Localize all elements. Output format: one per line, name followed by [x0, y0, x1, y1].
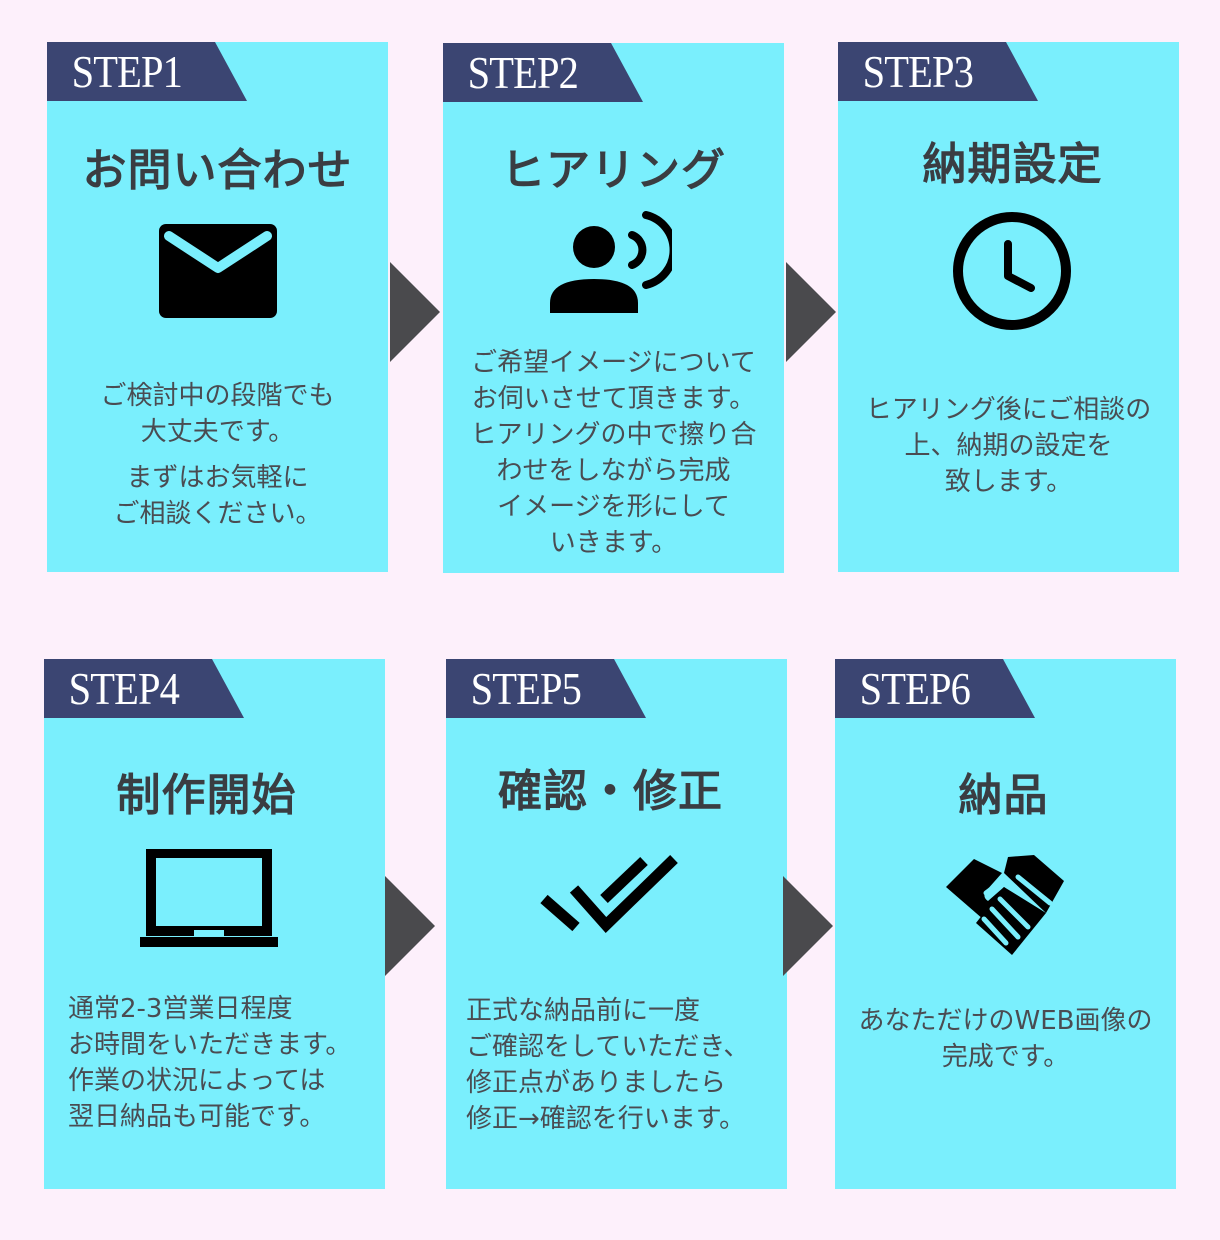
step-tag-label: STEP2	[467, 47, 579, 98]
double-check-icon	[539, 855, 680, 939]
step-tag: STEP3	[838, 42, 1038, 101]
step-tag-label: STEP3	[862, 46, 974, 97]
person-speaking-icon	[548, 209, 678, 315]
description-line: 大丈夫です。	[140, 417, 295, 447]
step-description: ヒアリング後にご相談の 上、納期の設定を 致します。	[838, 392, 1179, 500]
step-description: ご希望イメージについて お伺いさせて頂きます。 ヒアリングの中で擦り合 わせをし…	[443, 345, 784, 561]
description-line: 修正点がありましたら	[466, 1068, 727, 1098]
description-line: ヒアリングの中で擦り合	[470, 420, 757, 450]
description-line: まずはお気軽に	[126, 463, 309, 493]
description-line: 上、納期の設定を	[904, 431, 1113, 461]
arrow-right-icon	[385, 876, 435, 976]
description-spacer	[47, 450, 388, 460]
step-title: 納期設定	[922, 139, 1103, 190]
description-line: 翌日納品も可能です。	[68, 1102, 326, 1132]
step-card-3: STEP3 納期設定 ヒアリング後にご相談の 上、納期の設定を 致します。	[838, 42, 1179, 572]
step-title: ヒアリング	[501, 145, 726, 196]
step-description: 正式な納品前に一度 ご確認をしていただき、 修正点がありましたら 修正→確認を行…	[466, 993, 787, 1137]
step-description: ご検討中の段階でも 大丈夫です。 まずはお気軽に ご相談ください。	[47, 378, 388, 532]
step-card-6: STEP6 納品 あなただけのWEB画像の 完成です。	[835, 659, 1176, 1189]
description-line: 正式な納品前に一度	[466, 996, 701, 1026]
envelope-icon	[157, 222, 279, 320]
description-line: わせをしながら完成	[496, 456, 731, 486]
step-tag-background	[443, 43, 643, 102]
step-title: 納品	[958, 770, 1049, 821]
description-line: お時間をいただきます。	[68, 1030, 352, 1060]
step-tag-background	[835, 659, 1035, 718]
step-tag-label: STEP1	[71, 46, 183, 97]
step-tag: STEP2	[443, 43, 643, 102]
step-card-1: STEP1 お問い合わせ ご検討中の段階でも 大丈夫です。 まずはお気軽に ご相…	[47, 42, 388, 572]
laptop-icon	[138, 848, 280, 951]
step-tag: STEP5	[446, 659, 646, 718]
description-line: ヒアリング後にご相談の	[865, 395, 1152, 425]
arrow-right-icon	[783, 876, 833, 976]
description-line: いきます。	[549, 528, 678, 558]
step-tag-background	[838, 42, 1038, 101]
step-tag-label: STEP5	[470, 663, 582, 714]
description-line: ご検討中の段階でも	[100, 381, 335, 411]
step-description: 通常2-3営業日程度 お時間をいただきます。 作業の状況によっては 翌日納品も可…	[68, 991, 385, 1135]
step-tag-background	[47, 42, 247, 101]
description-line: あなただけのWEB画像の	[858, 1006, 1153, 1036]
description-line: 修正→確認を行います。	[466, 1104, 746, 1134]
step-description: あなただけのWEB画像の 完成です。	[835, 1003, 1176, 1075]
handshake-icon	[942, 851, 1066, 963]
description-line: ご確認をしていただき、	[466, 1032, 750, 1062]
description-line: ご希望イメージについて	[471, 348, 756, 378]
step-tag-background	[44, 659, 244, 718]
step-title: お問い合わせ	[82, 145, 353, 196]
step-tag: STEP1	[47, 42, 247, 101]
arrow-right-icon	[786, 262, 836, 362]
step-tag-label: STEP4	[68, 663, 180, 714]
description-line: 完成です。	[941, 1042, 1070, 1072]
step-tag-background	[446, 659, 646, 718]
step-tag: STEP4	[44, 659, 244, 718]
description-line: イメージを形にして	[497, 492, 730, 522]
step-title: 制作開始	[116, 770, 297, 821]
arrow-right-icon	[390, 262, 440, 362]
step-card-2: STEP2 ヒアリング ご希望イメージについて お伺いさせて頂きます。 ヒアリン…	[443, 43, 784, 573]
description-line: 通常2-3営業日程度	[68, 994, 293, 1024]
step-card-5: STEP5 確認・修正 正式な納品前に一度 ご確認をしていただき、 修正点があり…	[446, 659, 787, 1189]
description-line: 作業の状況によっては	[68, 1066, 326, 1096]
description-line: 致します。	[944, 467, 1073, 497]
step-card-4: STEP4 制作開始 通常2-3営業日程度 お時間をいただきます。 作業の状況に…	[44, 659, 385, 1189]
description-line: お伺いさせて頂きます。	[471, 384, 756, 414]
step-tag-label: STEP6	[859, 663, 971, 714]
step-title: 確認・修正	[498, 766, 723, 817]
step-tag: STEP6	[835, 659, 1035, 718]
description-line: ご相談ください。	[113, 499, 322, 529]
clock-icon	[951, 210, 1073, 332]
